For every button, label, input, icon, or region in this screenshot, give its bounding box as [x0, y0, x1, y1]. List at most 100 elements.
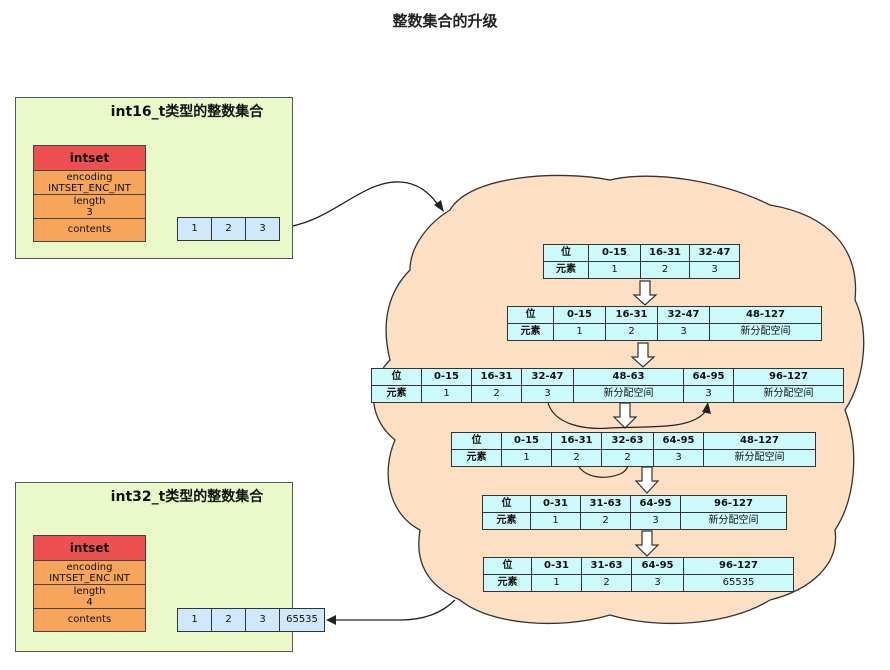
table-cell: 元素: [451, 449, 502, 467]
table-cell: 48-63: [573, 368, 684, 386]
table-cell: 新分配空间: [733, 385, 844, 403]
length-value: 4: [86, 597, 93, 608]
table-cell: 3: [657, 323, 710, 341]
step-table-3: 位 0-15 16-31 32-47 48-63 64-95 96-127 元素…: [371, 368, 844, 403]
table-cell: 位: [371, 368, 422, 386]
table-cell: 2: [640, 261, 690, 279]
table-cell: 64-95: [683, 368, 734, 386]
step-arrow-3: [612, 402, 638, 429]
table-cell: 元素: [507, 323, 554, 341]
table-cell: 2: [581, 574, 632, 592]
encoding-value: INTSET_ENC_INT: [48, 183, 131, 194]
move-arrow-3-head: [702, 402, 711, 414]
table-cell: 位: [451, 432, 502, 450]
table-cell: 3: [689, 261, 740, 279]
step-arrow-4: [634, 466, 660, 494]
encoding-field: encoding INTSET_ENC INT: [34, 561, 145, 585]
table-cell: 1: [553, 323, 606, 341]
intset-header: intset: [34, 146, 145, 171]
array-cell: 3: [246, 609, 280, 631]
bit-row: 位 0-31 31-63 64-95 96-127: [483, 557, 794, 575]
int16-panel: int16_t类型的整数集合 intset encoding INTSET_EN…: [15, 97, 293, 259]
table-cell: 0-15: [501, 432, 552, 450]
table-cell: 0-15: [553, 306, 606, 324]
table-cell: 64-95: [631, 557, 684, 575]
encoding-value: INTSET_ENC INT: [49, 573, 130, 584]
connector-bottom-arrowhead: [326, 615, 336, 625]
int32-contents-array: 1 2 3 65535: [177, 608, 325, 632]
table-cell: 16-31: [640, 244, 690, 262]
table-cell: 32-47: [689, 244, 740, 262]
table-cell: 1: [588, 261, 641, 279]
table-cell: 新分配空间: [709, 323, 822, 341]
table-cell: 48-127: [709, 306, 822, 324]
table-cell: 96-127: [680, 495, 787, 513]
table-cell: 3: [630, 512, 681, 530]
int16-panel-title: int16_t类型的整数集合: [110, 104, 264, 120]
step-table-1: 位 0-15 16-31 32-47 元素 1 2 3: [543, 244, 740, 279]
encoding-field: encoding INTSET_ENC_INT: [34, 171, 145, 195]
element-row: 元素 1 2 3 新分配空间: [507, 323, 822, 341]
bit-row: 位 0-31 31-63 64-95 96-127: [482, 495, 787, 513]
table-cell: 16-31: [471, 368, 522, 386]
table-cell: 32-63: [601, 432, 654, 450]
table-cell: 位: [543, 244, 589, 262]
table-cell: 0-31: [531, 557, 582, 575]
table-cell: 31-63: [580, 495, 631, 513]
table-cell: 元素: [483, 574, 532, 592]
table-cell: 2: [580, 512, 631, 530]
bit-row: 位 0-15 16-31 32-63 64-95 48-127: [451, 432, 816, 450]
array-cell: 3: [259, 223, 266, 234]
diagram-title: 整数集合的升级: [392, 12, 498, 30]
array-cell: 1: [178, 609, 212, 631]
intset-struct-bottom: intset encoding INTSET_ENC INT length 4 …: [33, 535, 146, 632]
table-cell: 31-63: [581, 557, 632, 575]
int16-contents-array: 1 2 3: [177, 217, 280, 241]
table-cell: 2: [471, 385, 522, 403]
array-cell: 2: [212, 218, 246, 240]
contents-label: contents: [67, 614, 112, 625]
contents-field: contents: [34, 219, 145, 241]
contents-field: contents: [34, 609, 145, 631]
table-cell: 3: [631, 574, 684, 592]
move-arrow-3: [547, 402, 706, 429]
length-value: 3: [86, 207, 93, 218]
intset-header: intset: [34, 536, 145, 561]
int32-panel: int32_t类型的整数集合 intset encoding INTSET_EN…: [15, 482, 293, 652]
contents-label: contents: [67, 224, 112, 235]
table-cell: 元素: [482, 512, 531, 530]
array-cell: 2: [212, 609, 246, 631]
table-cell: 0-15: [588, 244, 641, 262]
table-cell: 2: [605, 323, 658, 341]
table-cell: 新分配空间: [573, 385, 684, 403]
element-row: 元素 1 2 3 新分配空间: [482, 512, 787, 530]
table-cell: 位: [483, 557, 532, 575]
intset-struct-top: intset encoding INTSET_ENC_INT length 3 …: [33, 145, 146, 242]
element-row: 元素 1 2 3 新分配空间 3 新分配空间: [371, 385, 844, 403]
table-cell: 16-31: [605, 306, 658, 324]
table-cell: 48-127: [703, 432, 816, 450]
table-cell: 16-31: [551, 432, 602, 450]
step-table-2: 位 0-15 16-31 32-47 48-127 元素 1 2 3 新分配空间: [507, 306, 822, 341]
table-cell: 元素: [543, 261, 589, 279]
table-cell: 1: [421, 385, 472, 403]
step-arrow-1: [632, 280, 658, 306]
bit-row: 位 0-15 16-31 32-47: [543, 244, 740, 262]
table-cell: 1: [501, 449, 552, 467]
table-cell: 2: [601, 449, 654, 467]
step-table-4: 位 0-15 16-31 32-63 64-95 48-127 元素 1 2 2…: [451, 432, 816, 467]
table-cell: 1: [530, 512, 581, 530]
table-cell: 64-95: [653, 432, 704, 450]
length-field: length 3: [34, 195, 145, 219]
element-row: 元素 1 2 3: [543, 261, 740, 279]
bit-row: 位 0-15 16-31 32-47 48-63 64-95 96-127: [371, 368, 844, 386]
connector-top-arrowhead: [434, 200, 444, 212]
step-arrow-2: [630, 342, 656, 368]
element-row: 元素 1 2 3 65535: [483, 574, 794, 592]
table-cell: 32-47: [521, 368, 574, 386]
length-label: length: [73, 196, 106, 207]
table-cell: 96-127: [733, 368, 844, 386]
table-cell: 1: [531, 574, 582, 592]
step-arrow-5: [634, 530, 660, 557]
table-cell: 元素: [371, 385, 422, 403]
